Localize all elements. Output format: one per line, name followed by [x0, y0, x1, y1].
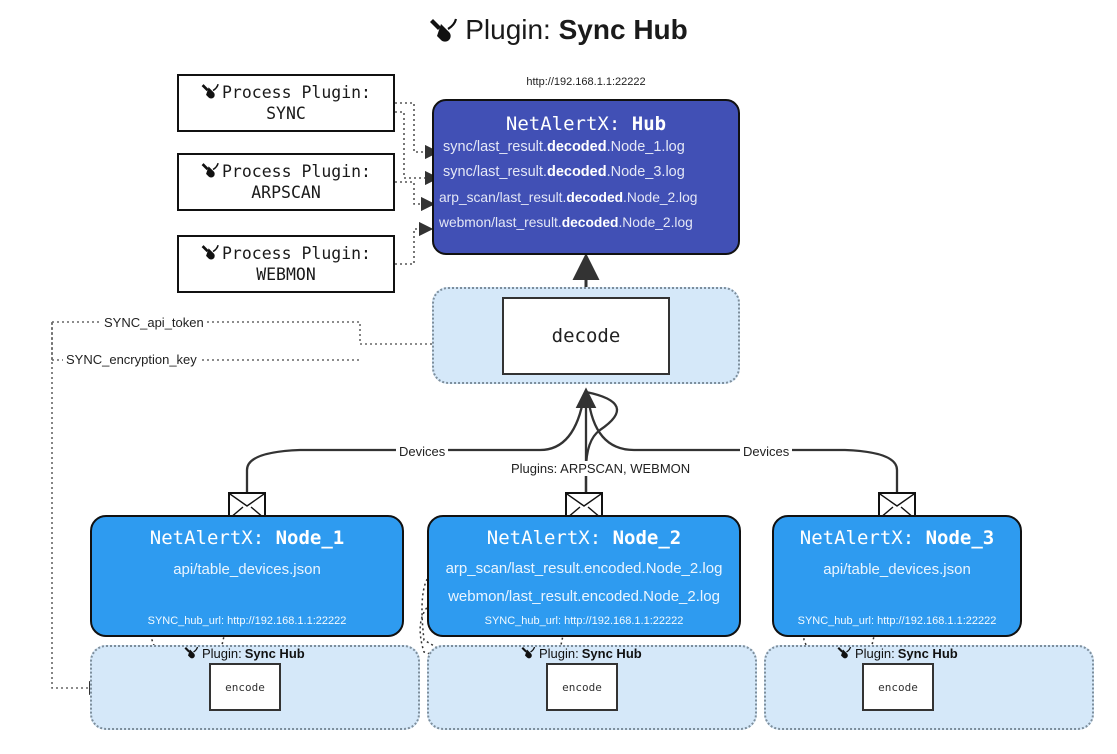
node-box-node-2[interactable]: NetAlertX: Node_2 arp_scan/last_result.e… — [427, 515, 741, 637]
node-footer: SYNC_hub_url: http://192.168.1.1:22222 — [484, 615, 684, 627]
page-title-name: Sync Hub — [558, 14, 688, 45]
node-footer: SYNC_hub_url: http://192.168.1.1:22222 — [147, 615, 347, 627]
plug-icon — [429, 16, 459, 49]
process-plugin-webmon[interactable]: Process Plugin: WEBMON — [177, 235, 395, 293]
node-title: NetAlertX: Node_1 — [149, 527, 345, 549]
hub-box[interactable]: NetAlertX: Hub sync/last_result.decoded.… — [432, 99, 740, 255]
encode-box-node-2[interactable]: encode — [546, 663, 618, 711]
hub-title-name: Hub — [631, 113, 667, 135]
hub-logline: webmon/last_result.decoded.Node_2.log — [439, 215, 693, 230]
node-line: webmon/last_result.encoded.Node_2.log — [448, 588, 720, 605]
label-sync-encryption-key: SYNC_encryption_key — [63, 352, 200, 367]
encode-plugin-label: Plugin: Sync Hub — [521, 645, 642, 662]
node-box-node-3[interactable]: NetAlertX: Node_3 api/table_devices.json… — [772, 515, 1022, 637]
hub-title-prefix: NetAlertX: — [505, 113, 632, 135]
plug-icon — [837, 645, 852, 662]
label-sync-api-token: SYNC_api_token — [101, 315, 207, 330]
node-line: api/table_devices.json — [823, 561, 971, 578]
process-plugin-name: WEBMON — [256, 265, 316, 284]
encode-box-node-1[interactable]: encode — [209, 663, 281, 711]
process-plugin-sync[interactable]: Process Plugin: SYNC — [177, 74, 395, 132]
encode-box-node-3[interactable]: encode — [862, 663, 934, 711]
node-title: NetAlertX: Node_2 — [486, 527, 682, 549]
page-title: Plugin: Sync Hub — [0, 14, 1117, 49]
process-plugin-name: SYNC — [266, 104, 306, 123]
process-plugin-label: Process Plugin: — [221, 162, 371, 181]
encode-plugin-label: Plugin: Sync Hub — [184, 645, 305, 662]
label-devices-right: Devices — [740, 444, 793, 459]
node-footer: SYNC_hub_url: http://192.168.1.1:22222 — [797, 615, 997, 627]
process-plugin-arpscan[interactable]: Process Plugin: ARPSCAN — [177, 153, 395, 211]
node-line: arp_scan/last_result.encoded.Node_2.log — [445, 560, 723, 577]
label-plugins-center: Plugins: ARPSCAN, WEBMON — [508, 461, 694, 476]
label-devices-left: Devices — [396, 444, 449, 459]
decode-box[interactable]: decode — [502, 297, 670, 375]
hub-title: NetAlertX: Hub — [434, 113, 738, 135]
plug-icon — [521, 645, 536, 662]
encode-plugin-label: Plugin: Sync Hub — [837, 645, 958, 662]
node-box-node-1[interactable]: NetAlertX: Node_1 api/table_devices.json… — [90, 515, 404, 637]
process-plugin-label: Process Plugin: — [221, 244, 371, 263]
plug-icon — [201, 243, 220, 265]
node-title: NetAlertX: Node_3 — [799, 527, 995, 549]
hub-logline: sync/last_result.decoded.Node_1.log — [443, 139, 685, 155]
plug-icon — [201, 161, 220, 183]
hub-url-label: http://192.168.1.1:22222 — [526, 76, 646, 88]
process-plugin-label: Process Plugin: — [221, 83, 371, 102]
plug-icon — [184, 645, 199, 662]
hub-logline: arp_scan/last_result.decoded.Node_2.log — [439, 190, 698, 205]
hub-logline: sync/last_result.decoded.Node_3.log — [443, 164, 685, 180]
node-line: api/table_devices.json — [173, 561, 321, 578]
plug-icon — [201, 82, 220, 104]
page-title-prefix: Plugin: — [465, 14, 559, 45]
process-plugin-name: ARPSCAN — [251, 183, 321, 202]
